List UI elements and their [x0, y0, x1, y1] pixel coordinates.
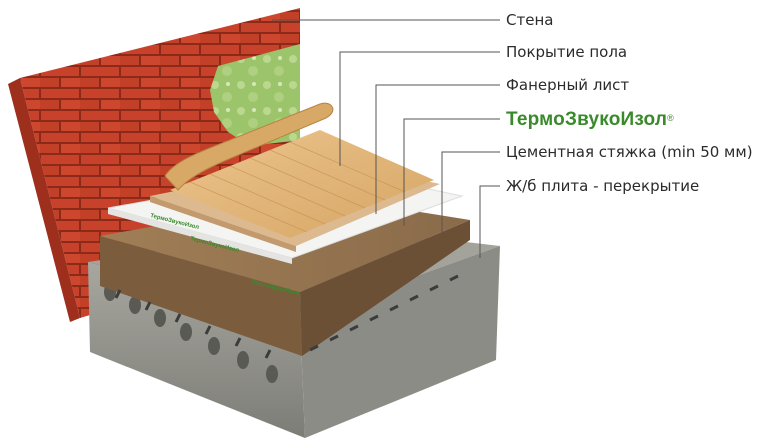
- leader-plywood: [375, 84, 500, 214]
- label-screed: Цементная стяжка (min 50 мм): [506, 143, 753, 161]
- slab-right: [300, 246, 500, 438]
- leader-screed: [441, 151, 500, 232]
- slab-holes: [104, 283, 278, 383]
- screed-right: [300, 220, 470, 356]
- membrane-edge: [108, 208, 292, 264]
- rebar-ends: [114, 274, 459, 359]
- label-plywood: Фанерный лист: [506, 76, 630, 94]
- parquet-planks: [189, 141, 406, 233]
- brand-logo: ТермоЗвукоИзол®: [506, 109, 674, 131]
- wall-side-face: [8, 78, 80, 322]
- leader-slab: [479, 185, 500, 258]
- skirting-board: [164, 102, 334, 191]
- label-wall: Стена: [506, 11, 554, 29]
- leader-lines: [272, 19, 500, 258]
- parquet-floor: [164, 102, 434, 238]
- screed-front: [100, 236, 302, 356]
- registered-mark: ®: [667, 113, 675, 123]
- parquet-top: [170, 130, 434, 238]
- leader-membrane: [403, 118, 500, 226]
- plywood-edge: [150, 196, 296, 252]
- label-slab: Ж/б плита - перекрытие: [506, 177, 700, 195]
- leader-floor-covering: [339, 51, 500, 166]
- brand-name: ТермоЗвукоИзол: [506, 109, 668, 130]
- label-floor-covering: Покрытие пола: [506, 43, 628, 61]
